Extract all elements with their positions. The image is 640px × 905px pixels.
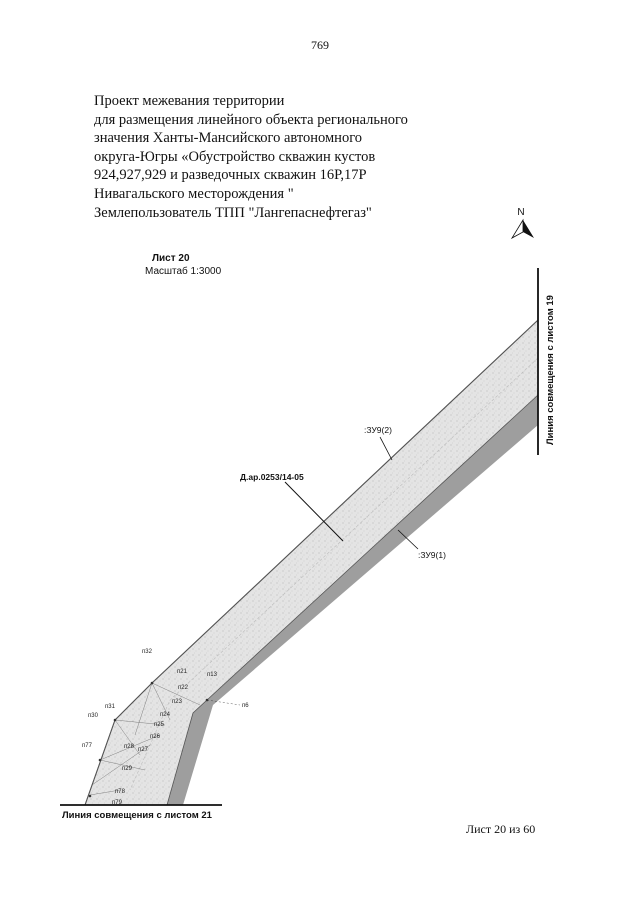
point-label: п13 [207,672,218,678]
corridor-upper-boundary [84,319,539,806]
point-label: п28 [124,744,135,750]
point-label: п22 [178,685,189,691]
project-title-line: 924,927,929 и разведочных скважин 16Р,17… [94,167,367,184]
map-scale: Масштаб 1:3000 [145,266,222,277]
parcel-leader-line [284,481,344,542]
point-label: п24 [160,712,171,718]
point-label: п26 [150,734,161,740]
corridor-centerline [129,357,539,791]
north-label: N [517,207,524,218]
zu9-2-leader-line [379,436,393,461]
zu9-2-label: :ЗУ9(2) [364,425,392,435]
point-label: п32 [142,649,153,655]
project-title-line: для размещения линейного объекта региона… [94,111,408,128]
junction-label-sheet-21: Линия совмещения с листом 21 [62,810,213,821]
point-label: п21 [177,669,188,675]
point-label: п23 [172,699,183,705]
junction-label-sheet-19: Линия совмещения с листом 19 [545,295,556,445]
zu9-1-label: :ЗУ9(1) [418,550,446,560]
parcel-label: Д.ар.0253/14-05 [240,472,304,482]
north-arrow-icon [510,218,534,240]
page-number: 769 [311,38,329,52]
project-title-line: значения Ханты-Мансийского автономного [94,130,363,147]
point-label: п6 [242,703,249,709]
point-label: п78 [115,789,126,795]
sheet-title: Лист 20 [152,253,190,264]
point-label: п29 [122,766,133,772]
project-title-line: округа-Югры «Обустройство скважин кустов [94,148,376,165]
point-label: п31 [105,704,116,710]
p6-leader-line [206,699,241,706]
project-title-block: Проект межевания территории для размещен… [94,92,514,222]
point-label: п79 [112,800,123,806]
sheet-counter: Лист 20 из 60 [466,822,536,836]
parcel-zu9-1-strip [167,395,538,805]
point-label: п30 [88,713,99,719]
survey-lines [89,682,201,796]
project-title-line: Землепользователь ТПП "Лангепаснефтегаз" [94,204,372,221]
point-label: п77 [82,743,93,749]
project-title-line: Проект межевания территории [94,93,285,109]
zu9-1-leader-line [397,529,419,550]
point-label: п25 [154,722,165,728]
parcel-zu9-2-area [84,319,539,806]
project-title-line: Нивагальского месторождения " [94,185,294,202]
point-label: п27 [138,747,149,753]
